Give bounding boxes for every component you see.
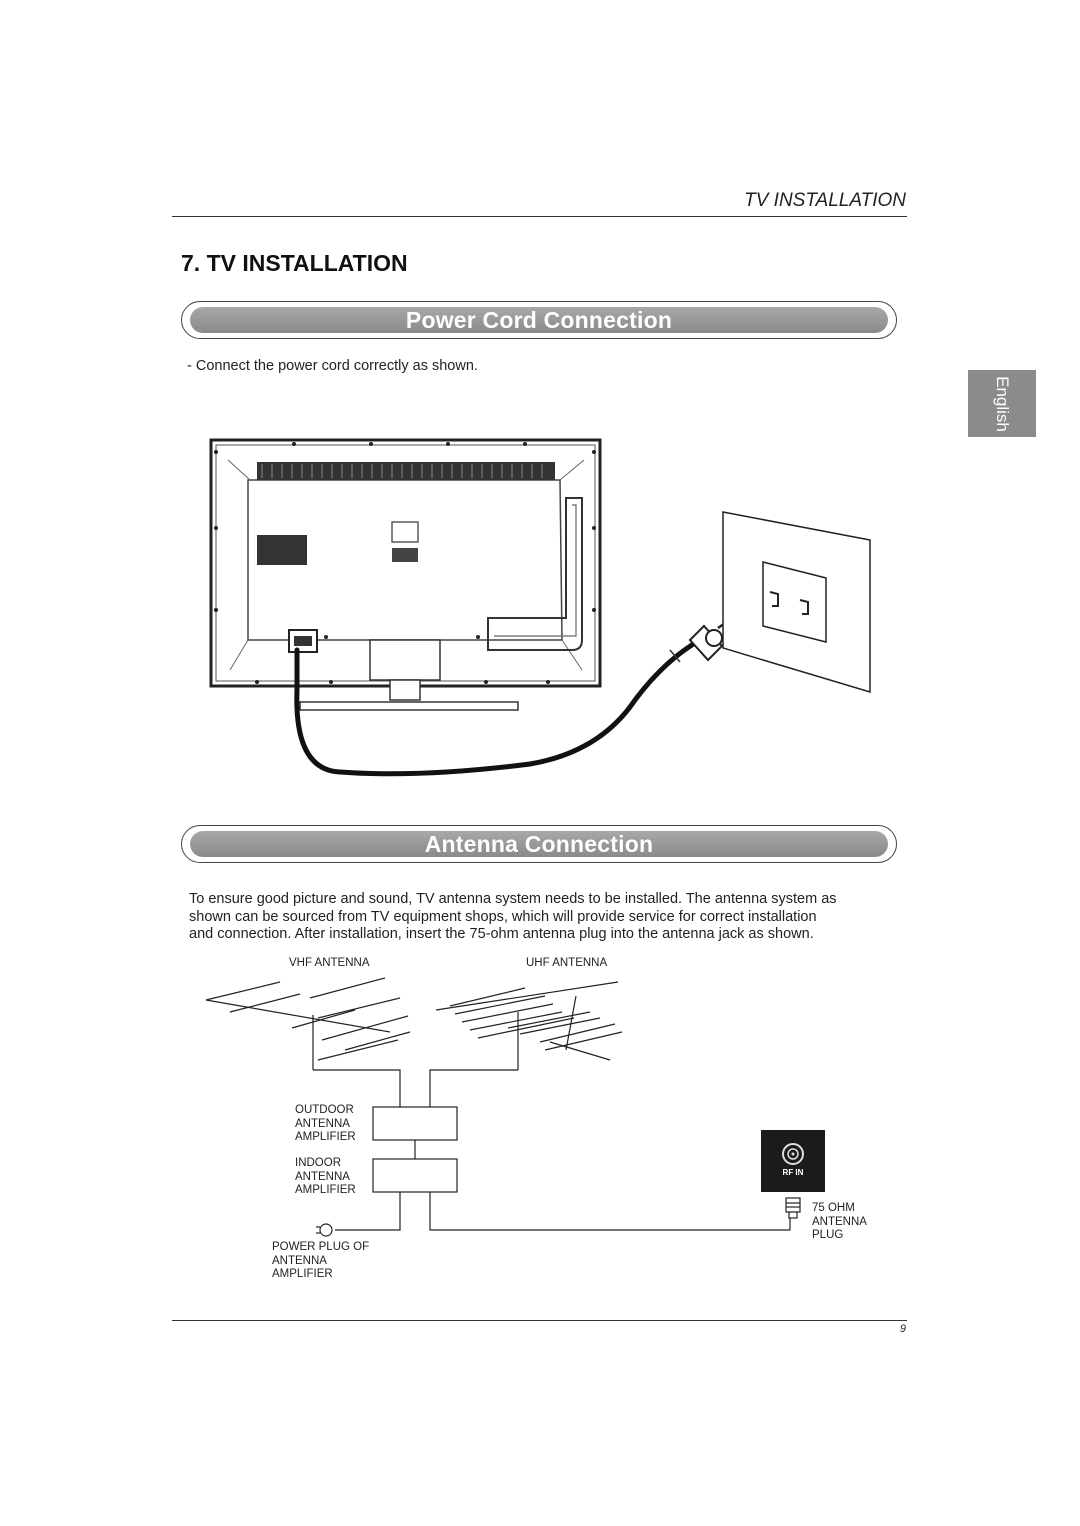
- section-title: 7. TV INSTALLATION: [181, 250, 408, 276]
- vhf-antenna-label: VHF ANTENNA: [289, 957, 370, 969]
- indoor-amplifier-label-line: ANTENNA: [295, 1170, 350, 1183]
- power-plug-label: POWER PLUG OF ANTENNA AMPLIFIER: [272, 1241, 369, 1282]
- power-plug-label-line: POWER PLUG OF: [272, 1241, 370, 1253]
- power-cord-instruction: - Connect the power cord correctly as sh…: [187, 358, 478, 374]
- antenna-banner-title: Antenna Connection: [424, 830, 654, 857]
- indoor-amplifier-label: INDOOR ANTENNA AMPLIFIER: [295, 1157, 356, 1198]
- indoor-amplifier-label-line: INDOOR: [295, 1157, 341, 1169]
- outdoor-amplifier-label: OUTDOOR ANTENNA AMPLIFIER: [295, 1104, 356, 1145]
- language-tab-label: English: [992, 375, 1012, 432]
- power-plug-label-line: AMPLIFIER: [272, 1268, 333, 1280]
- outdoor-amplifier-label-line: AMPLIFIER: [295, 1131, 356, 1143]
- antenna-paragraph-line: and connection. After installation, inse…: [189, 926, 814, 942]
- antenna-plug-label-line: ANTENNA: [812, 1215, 867, 1228]
- antenna-banner: Antenna Connection: [181, 825, 897, 863]
- antenna-plug-label-line: 75 OHM: [812, 1202, 855, 1214]
- antenna-paragraph-line: To ensure good picture and sound, TV ant…: [189, 891, 837, 907]
- footer-rule: [172, 1320, 907, 1321]
- outdoor-amplifier-label-line: ANTENNA: [295, 1117, 350, 1130]
- power-plug-label-line: ANTENNA: [272, 1254, 327, 1267]
- antenna-paragraph-line: shown can be sourced from TV equipment s…: [189, 908, 817, 925]
- antenna-plug-label-line: PLUG: [812, 1229, 844, 1241]
- page-number: 9: [899, 1323, 906, 1335]
- uhf-antenna-label: UHF ANTENNA: [526, 957, 608, 969]
- power-cord-banner: Power Cord Connection: [181, 301, 897, 339]
- antenna-paragraph: To ensure good picture and sound, TV ant…: [189, 891, 889, 944]
- outdoor-amplifier-label-line: OUTDOOR: [295, 1104, 354, 1116]
- header-rule: [172, 216, 907, 217]
- power-cord-banner-title: Power Cord Connection: [405, 306, 673, 333]
- rf-in-label: RF IN: [782, 1168, 804, 1177]
- language-tab[interactable]: English: [968, 370, 1036, 437]
- running-header-title: TV INSTALLATION: [744, 190, 906, 211]
- antenna-plug-label: 75 OHM ANTENNA PLUG: [812, 1202, 867, 1243]
- indoor-amplifier-label-line: AMPLIFIER: [295, 1184, 356, 1196]
